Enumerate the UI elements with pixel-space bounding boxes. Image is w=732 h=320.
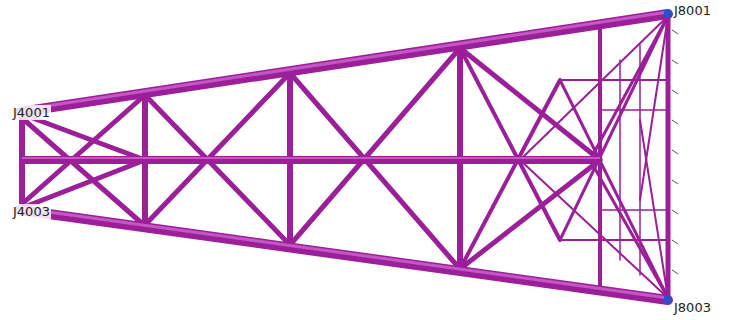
bottom-chord-highlight — [20, 208, 668, 298]
joint-label: J4001 — [12, 105, 51, 120]
mid-chord — [22, 156, 600, 164]
bottom-chord — [20, 210, 668, 300]
top-chord-highlight — [20, 12, 668, 110]
top-chord — [20, 14, 668, 112]
joint-markers — [16, 10, 671, 303]
joint-label: J8003 — [673, 300, 712, 315]
mid-chord-highlight — [22, 157, 600, 159]
joint-label: J8001 — [673, 3, 712, 18]
support-ticks — [672, 30, 678, 274]
joint-label: J4003 — [12, 204, 51, 219]
